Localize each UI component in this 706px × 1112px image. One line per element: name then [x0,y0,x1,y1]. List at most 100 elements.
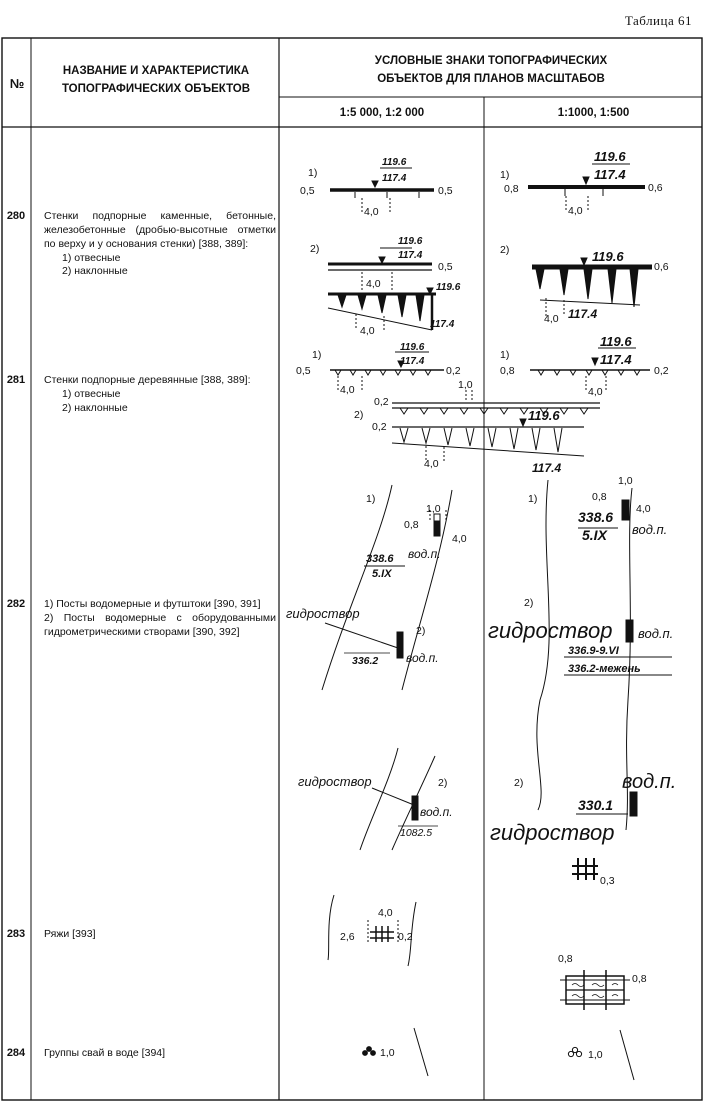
label-280l-dim-4: 4,0 [364,206,379,218]
row-282-description: 1) Посты водомерные и футштоки [390, 391… [44,598,276,640]
label-282r-dim1: 1,0 [618,475,633,487]
label-281r-dim-right: 0,2 [654,365,669,377]
label-284r-dim1: 1,0 [588,1049,603,1061]
row-number-281: 281 [6,374,26,386]
label-281l-dim-right: 0,2 [446,365,461,377]
header-name-line1: НАЗВАНИЕ И ХАРАКТЕРИСТИКА [62,65,250,77]
row-280-description: Стенки подпорные каменные, бетонные, жел… [44,210,276,279]
label-282r-date: 5.IX [582,527,609,543]
label-282l-post2: вод.п. [406,651,439,665]
label-283l-dim02: 0,2 [398,931,413,943]
label-281-dim02-top: 0,2 [374,396,389,408]
label-282r-mark: 338.6 [578,509,613,525]
label-281r-dim4: 4,0 [588,386,603,398]
label-282l-v1: 1) [366,493,375,505]
label-282r3-hydro: гидроствор [490,820,615,845]
label-281l-top: 119.6 [400,342,425,353]
label-282r-v2: 2) [524,597,533,609]
label-282l-mark: 338.6 [366,553,394,565]
label-282l-dim08: 0,8 [404,519,419,531]
label-281-top2: 119.6 [528,408,560,423]
label-280r-top: 119.6 [594,149,626,164]
label-280l3-dim4: 4,0 [360,325,375,337]
label-281l-dim-left: 0,5 [296,365,311,377]
label-282r-3362: 336.2-межень [568,663,641,675]
row-number-283: 283 [6,928,26,940]
label-280r2-dim4: 4,0 [544,313,559,325]
label-282r-post: вод.п. [632,522,667,537]
row-281-sub-1: 1) отвесные [62,387,121,400]
label-281r-top: 119.6 [600,334,632,349]
label-281r-bottom: 117.4 [600,352,632,367]
header-name: НАЗВАНИЕ И ХАРАКТЕРИСТИКА ТОПОГРАФИЧЕСКИ… [34,62,278,99]
label-282l-hydro: гидроствор [286,606,360,621]
row-281-text: Стенки подпорные деревянные [388, 389]: [44,374,251,386]
row-281-sub-2: 2) наклонные [62,401,128,414]
label-281r-v1: 1) [500,349,509,361]
label-280l-dim-left: 0,5 [300,185,315,197]
row-280-text: Стенки подпорные каменные, бетонные, жел… [44,210,276,250]
row-number-280: 280 [6,210,26,222]
label-280l-dim-right: 0,5 [438,185,453,197]
header-scale-large: 1:1000, 1:500 [557,107,630,119]
label-280l-v1: 1) [308,167,317,179]
label-282l3-hydro: гидроствор [298,774,372,789]
label-281l-dim4: 4,0 [340,384,355,396]
label-280l-v2: 2) [310,243,319,255]
label-282r-dim08: 0,8 [592,491,607,503]
label-283l-dim26: 2,6 [340,931,355,943]
header-signs: УСЛОВНЫЕ ЗНАКИ ТОПОГРАФИЧЕСКИХ ОБЪЕКТОВ … [281,52,701,89]
label-282r-v1: 1) [528,493,537,505]
label-280r-v2: 2) [500,244,509,256]
label-282l3-post: вод.п. [420,805,453,819]
header-name-line2: ТОПОГРАФИЧЕСКИХ ОБЪЕКТОВ [61,83,251,96]
label-280r2-dim: 0,6 [654,261,669,273]
label-280r-dim-left: 0,8 [504,183,519,195]
row-number-282: 282 [6,598,26,610]
label-281l-v1: 1) [312,349,321,361]
label-281-dim02-bot: 0,2 [372,421,387,433]
label-280l3-bottom: 117.4 [430,319,455,330]
label-282l-3362: 336.2 [352,655,378,667]
label-280l-bottom: 117.4 [382,173,407,184]
label-281r-dim-left: 0,8 [500,365,515,377]
label-280l2-bottom: 117.4 [398,250,423,261]
label-282r-hydro: гидроствор [488,618,613,643]
row-282-text-2: 2) Посты водомерные с оборудованными гид… [44,611,276,638]
label-280r-dim-right: 0,6 [648,182,663,194]
header-number: № [9,76,25,91]
header-signs-line1: УСЛОВНЫЕ ЗНАКИ ТОПОГРАФИЧЕСКИХ [374,55,608,67]
label-282l-dim1: 1,0 [426,503,441,515]
label-282l3-mark: 1082.5 [400,827,432,839]
label-282r-dim4: 4,0 [636,503,651,515]
row-283-description: Ряжи [393] [44,928,96,940]
label-282r3-v2: 2) [514,777,523,789]
label-282r-post2: вод.п. [638,626,673,641]
label-280l-top: 119.6 [382,157,407,168]
label-280l3-top: 119.6 [436,282,461,293]
row-number-284: 284 [6,1047,26,1059]
label-282l-post: вод.п. [408,547,441,561]
row-284-description: Группы свай в воде [394] [44,1047,166,1059]
label-283r-dim08-right: 0,8 [632,973,647,985]
label-284l-dim1: 1,0 [380,1047,395,1059]
label-282l3-v2: 2) [438,777,447,789]
header-scale-small: 1:5 000, 1:2 000 [339,107,425,119]
row-280-sub-1: 1) отвесные [62,251,121,264]
row-280-sub-2: 2) наклонные [62,265,128,278]
row-282-text-1: 1) Посты водомерные и футштоки [390, 391… [44,598,261,610]
label-280r2-top: 119.6 [592,249,624,264]
label-281-dim4-b: 4,0 [424,458,439,470]
label-282l-date: 5.IX [372,568,392,580]
label-280r-v1: 1) [500,169,509,181]
label-280r-dim4: 4,0 [568,205,583,217]
label-280l2-dim4: 4,0 [366,278,381,290]
label-281l-bottom: 117.4 [400,356,425,367]
label-280r2-bottom: 117.4 [568,307,597,321]
label-282r3-post: вод.п. [622,771,676,793]
label-282l-dim4: 4,0 [452,533,467,545]
label-282r3-dim03: 0,3 [600,875,615,887]
label-280r-bottom: 117.4 [594,167,626,182]
